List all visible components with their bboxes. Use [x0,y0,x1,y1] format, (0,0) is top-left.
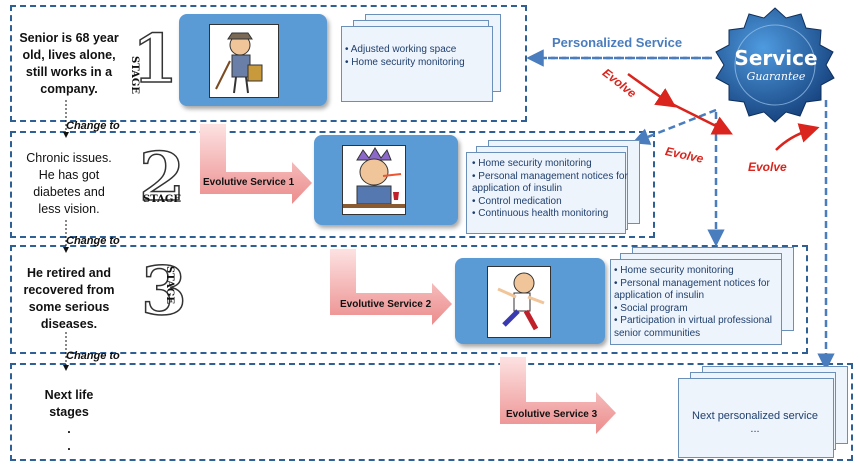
personalized-service-label: Personalized Service [552,35,683,50]
life-line: He has got [38,168,100,182]
stage-1-services: Adjusted working space Home security mon… [335,14,501,104]
doc-sheet [678,378,834,458]
service-item: Home security monitoring [614,265,794,278]
life-line: Senior is 68 year [19,31,119,45]
life-line: diabetes and [33,185,105,199]
seal-title: Service [734,46,818,70]
stage-4-life-description: Next life stages . . [14,387,124,455]
life-line: . [67,422,71,436]
evolutive-arrow-3 [500,357,616,434]
service-item: Home security monitoring [472,158,642,171]
stage-2-life-description: Chronic issues. He has got diabetes and … [14,150,124,218]
stage-3-life-description: He retired and recovered from some serio… [14,265,124,333]
change-to-label-3: Change to [66,350,120,362]
change-to-label-1: Change to [66,120,120,132]
stage-4-services: Next personalized service ... [676,366,848,460]
life-line: less vision. [38,202,100,216]
stage-word: STAGE [129,56,140,95]
evolutive-service-1-label: Evolutive Service 1 [203,177,295,188]
evolutive-service-3-label: Evolutive Service 3 [506,409,598,420]
stage-2-box [10,131,655,238]
stage-4-box [10,363,853,461]
stage-word: STAGE [143,194,182,205]
change-to-label-2: Change to [66,235,120,247]
stage-2-services: Home security monitoring Personal manage… [462,140,640,236]
stage-word: STAGE [164,266,175,305]
stage-number: 3 [140,252,187,330]
service-guarantee-seal [715,7,835,123]
service-item: Control medication [472,196,642,209]
stage-3-picture-box [455,258,605,344]
life-line: recovered from [23,283,115,297]
life-line: . [67,439,71,453]
next-service-line: Next personalized service [692,410,818,422]
evolutive-arrow-1 [200,124,312,204]
active-senior-icon [497,272,545,331]
life-line: company. [40,82,98,96]
evolutive-arrow-2 [330,249,452,325]
life-line: Next life [44,388,94,402]
stage-1-box [10,5,527,122]
life-line: stages [49,405,89,419]
life-line: some serious [28,300,110,314]
service-list: Home security monitoring Personal manage… [614,265,794,340]
service-item: Personal management notices for applicat… [472,171,642,196]
stage-2-badge: 2 STAGE [135,141,189,213]
service-item: Continuous health monitoring [472,208,642,221]
life-line: Chronic issues. [26,151,112,165]
life-line: diseases. [40,317,98,331]
senior-worker-icon [215,32,263,94]
seal-subtitle: Guarantee [746,70,806,83]
stage-1-picture-box [179,14,327,106]
service-list: Adjusted working space Home security mon… [345,44,490,69]
stage-3-services: Home security monitoring Personal manage… [606,247,796,347]
sick-senior-icon [343,147,405,208]
service-item: Home security monitoring [345,57,490,70]
life-line: still works in a [25,65,113,79]
stage-1-life-description: Senior is 68 year old, lives alone, stil… [14,30,124,98]
service-item: Personal management notices for applicat… [614,278,794,303]
senior-worker-image [209,24,279,98]
stage-2-picture-box [314,135,458,225]
stage-number: 1 [131,20,178,98]
next-service-text: Next personalized service ... [680,410,830,436]
service-item: Participation in virtual professional se… [614,315,794,340]
service-list: Home security monitoring Personal manage… [472,158,642,221]
next-service-line: ... [750,423,760,435]
stage-3-box [10,245,808,354]
life-line: old, lives alone, [22,48,116,62]
active-senior-image [487,266,551,338]
evolutive-service-2-label: Evolutive Service 2 [340,299,432,310]
stage-number: 2 [138,138,185,216]
stage-1-badge: 1 STAGE [128,23,179,95]
life-line: He retired and [26,266,112,280]
service-item: Social program [614,303,794,316]
stage-3-badge: 3 STAGE [137,255,191,327]
sick-senior-image [342,145,406,215]
evolve-label-3: Evolve [748,160,787,174]
service-item: Adjusted working space [345,44,490,57]
